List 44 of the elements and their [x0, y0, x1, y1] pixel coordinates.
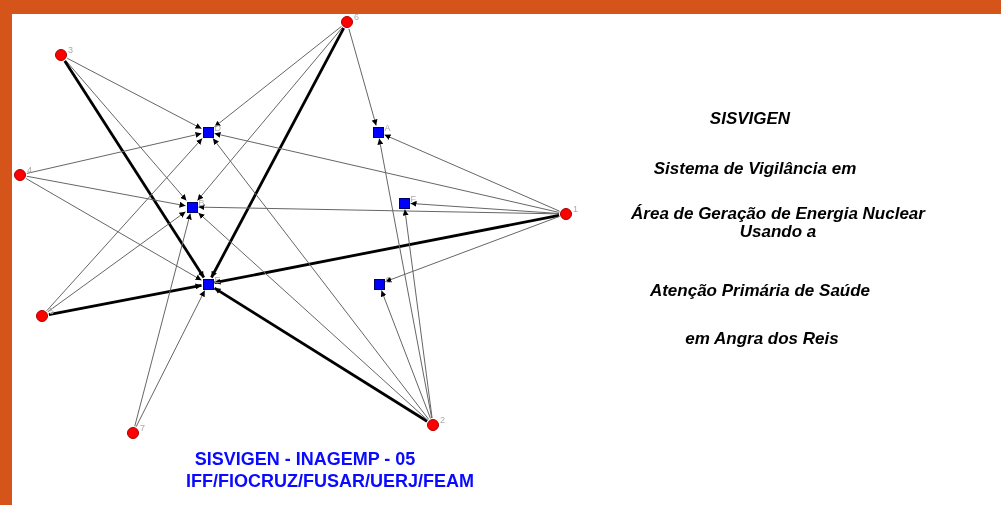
- arrow: [410, 200, 560, 215]
- node-label: 2: [440, 416, 445, 425]
- arrow: [214, 25, 342, 128]
- node-label: 3: [68, 46, 73, 55]
- node-label: 4: [27, 166, 32, 175]
- arrow: [135, 290, 206, 428]
- arrow: [46, 138, 203, 312]
- title-text: Área de Geração de Energia Nuclear Usando a: [630, 205, 927, 241]
- arrow: [380, 290, 431, 419]
- node-label: C: [385, 275, 392, 285]
- arrow: [134, 213, 192, 427]
- arrow: [25, 178, 202, 281]
- arrow: [47, 211, 186, 313]
- footer-text: IFF/FIOCRUZ/FUSAR/UERJ/FEAM: [186, 472, 474, 492]
- node-label: F: [410, 194, 416, 204]
- arrow: [214, 131, 560, 213]
- arrow: [26, 175, 186, 208]
- footer-text: SISVIGEN - INAGEMP - 05: [194, 450, 416, 470]
- arrow: [213, 286, 428, 423]
- node-label: B: [198, 198, 205, 208]
- arrow: [196, 26, 343, 201]
- node-label: 7: [140, 424, 145, 433]
- arrow: [66, 57, 202, 130]
- arrow: [402, 209, 433, 419]
- arrow: [212, 138, 430, 420]
- arrow: [210, 27, 345, 279]
- arrow: [214, 213, 560, 285]
- arrow: [384, 134, 561, 212]
- node-label: 5: [49, 307, 54, 316]
- title-text: Sistema de Vigilância em: [653, 160, 857, 178]
- node-label: 1: [573, 205, 578, 214]
- arrow: [198, 212, 429, 421]
- arrow: [377, 138, 433, 419]
- arrow: [26, 131, 202, 174]
- title-text: em Angra dos Reis: [685, 330, 839, 348]
- arrow: [63, 60, 205, 279]
- arrow: [48, 283, 202, 317]
- node-label: A: [384, 123, 391, 133]
- arrow: [348, 28, 378, 126]
- node-label: 6: [354, 13, 359, 22]
- title-text: SISVIGEN: [709, 110, 791, 128]
- title-text: Atenção Primária de Saúde: [649, 282, 871, 300]
- arrow: [65, 59, 187, 201]
- arrow: [385, 215, 560, 283]
